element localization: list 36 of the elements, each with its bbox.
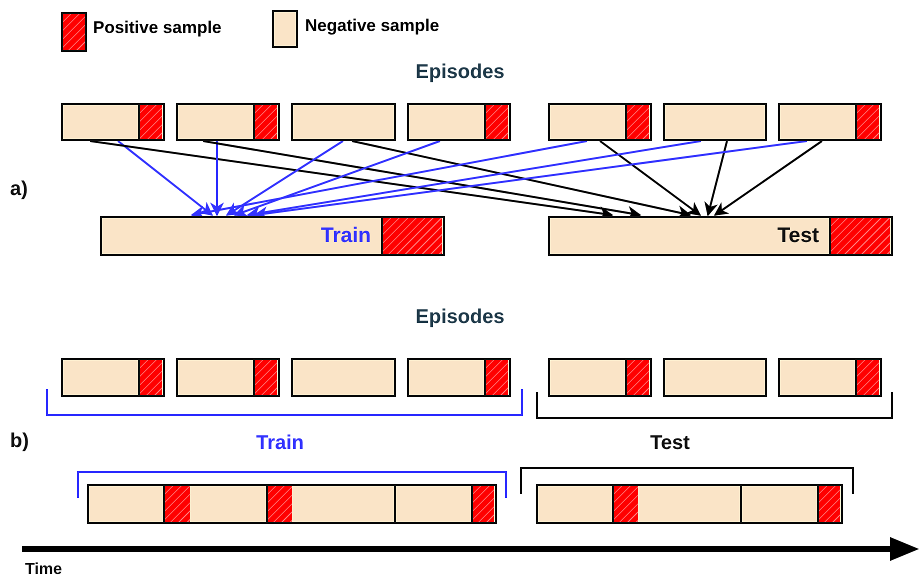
legend-label: Positive sample <box>93 18 222 38</box>
episode-bar <box>87 484 497 524</box>
panel-label: a) <box>10 178 28 201</box>
episode-bar <box>536 484 843 524</box>
panel-label: b) <box>10 430 29 453</box>
episode-bar <box>61 358 165 397</box>
section-heading: Episodes <box>416 306 504 329</box>
legend-label: Negative sample <box>305 16 440 36</box>
split-label: Test <box>650 432 690 455</box>
episode-bar <box>778 358 882 397</box>
episode-bar <box>176 103 280 141</box>
arrow <box>704 140 728 216</box>
section-heading: Episodes <box>416 61 504 84</box>
episode-bar <box>176 358 280 397</box>
split-label: Train <box>256 432 304 455</box>
episode-bar <box>548 103 652 141</box>
episode-bar <box>663 358 767 397</box>
episode-bar <box>407 103 511 141</box>
arrow <box>117 140 214 216</box>
arrow <box>714 140 823 216</box>
bar-label: Train <box>320 223 371 249</box>
episode-bar <box>407 358 511 397</box>
episode-bar <box>663 103 767 141</box>
test-bar <box>548 216 893 256</box>
axis-label: Time <box>25 561 62 579</box>
episode-bar <box>778 103 882 141</box>
episode-bar <box>291 358 396 397</box>
episode-bar <box>61 103 165 141</box>
arrow <box>210 141 224 216</box>
arrow <box>599 140 702 216</box>
bar-label: Test <box>777 223 819 249</box>
train-bar <box>100 216 445 256</box>
arrow <box>226 140 344 216</box>
episode-bar <box>291 103 396 141</box>
arrow <box>234 140 440 218</box>
episode-bar <box>548 358 652 397</box>
